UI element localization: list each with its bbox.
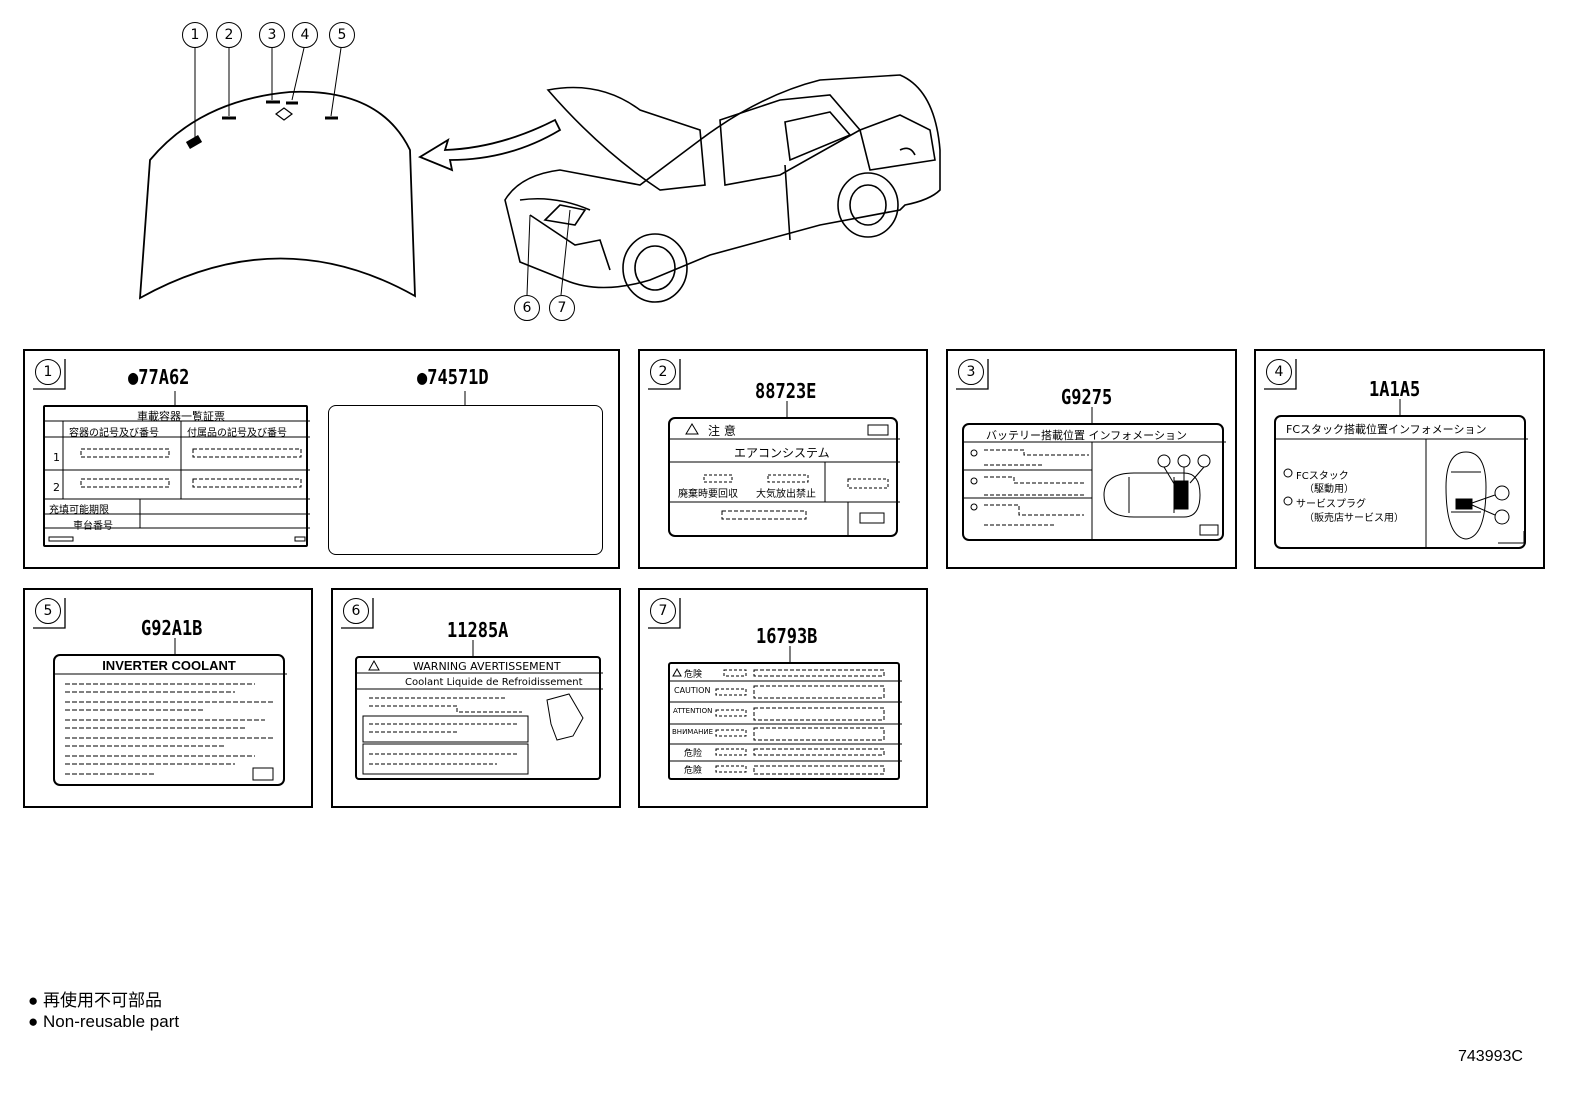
panel-7: 7 16793B 危険 CAUTION ATTENTION ВНИМАНИЕ 危… — [638, 588, 928, 808]
panel-3-number: 3 — [958, 359, 984, 385]
label-77A62-row1: 1 — [53, 451, 60, 464]
label-16793B-r3: ATTENTION — [673, 707, 713, 715]
part-number-G9275: G9275 — [1061, 385, 1113, 409]
label-77A62-row4: 車台番号 — [73, 521, 113, 532]
callout-3: 3 — [259, 22, 285, 48]
label-G9275-title: バッテリー搭載位置 インフォメーション — [986, 429, 1187, 442]
callout-6: 6 — [514, 295, 540, 321]
legend-non-reusable-jp: ● 再使用不可部品 — [28, 986, 162, 1011]
callout-4: 4 — [292, 22, 318, 48]
hood-label-mark-1 — [185, 135, 203, 149]
label-11285A-sub: Coolant Liquide de Refroidissement — [405, 677, 583, 688]
callout-5: 5 — [329, 22, 355, 48]
label-88723E-recover: 廃棄時要回収 — [678, 489, 738, 500]
label-77A62-col1: 容器の記号及び番号 — [69, 428, 159, 439]
label-77A62-title: 車載容器一覧証票 — [137, 410, 225, 423]
panel-4: 4 1A1A5 FCスタック搭載位置インフォメーション FCスタック （駆動用）… — [1254, 349, 1545, 569]
label-1A1A5-item1sub: （駆動用） — [1304, 484, 1354, 495]
label-77A62-row2: 2 — [53, 481, 60, 494]
legend-en-text: Non-reusable part — [43, 1012, 180, 1031]
panel-1-number: 1 — [35, 359, 61, 385]
label-16793B-r4: ВНИМАНИЕ — [672, 728, 714, 736]
callout-7: 7 — [549, 295, 575, 321]
label-88723E-system: エアコンシステム — [734, 446, 830, 460]
legend-jp-text: 再使用不可部品 — [43, 991, 163, 1010]
label-G92A1B: INVERTER COOLANT — [53, 654, 287, 786]
label-74571D — [328, 405, 603, 555]
label-88723E-caution: 注 意 — [708, 424, 736, 438]
panel-2: 2 88723E 注 意 エアコンシステム 廃棄時要回収 大気放出禁止 — [638, 349, 928, 569]
bullet-icon: ● — [28, 991, 39, 1010]
label-11285A-header: WARNING AVERTISSEMENT — [413, 660, 561, 673]
part-number-G92A1B: G92A1B — [141, 616, 203, 640]
direction-arrow — [418, 118, 562, 172]
panel-6-number: 6 — [343, 598, 369, 624]
hood-and-vehicle-illustration — [138, 47, 941, 303]
part-number-88723E: 88723E — [755, 379, 817, 403]
panel-2-number: 2 — [650, 359, 676, 385]
label-16793B: 危険 CAUTION ATTENTION ВНИМАНИЕ 危险 危險 — [668, 662, 902, 780]
callout-1: 1 — [182, 22, 208, 48]
figure-code: 743993C — [1458, 1048, 1523, 1065]
panel-5: 5 G92A1B INVERTER COOLANT — [23, 588, 313, 808]
label-77A62-row3: 充填可能期限 — [49, 505, 109, 516]
legend-non-reusable-en: ● Non-reusable part — [28, 1012, 179, 1032]
label-11285A: WARNING AVERTISSEMENT Coolant Liquide de… — [355, 656, 603, 780]
label-1A1A5-item2: サービスプラグ — [1296, 499, 1366, 510]
label-1A1A5: FCスタック搭載位置インフォメーション FCスタック （駆動用） サービスプラグ… — [1274, 415, 1528, 549]
label-16793B-r1: 危険 — [684, 670, 703, 680]
label-77A62: 車載容器一覧証票 容器の記号及び番号 付属品の記号及び番号 1 2 充填可能期限… — [43, 405, 310, 547]
label-G9275: バッテリー搭載位置 インフォメーション — [962, 423, 1226, 541]
label-16793B-r5: 危险 — [684, 749, 703, 759]
label-G92A1B-title: INVERTER COOLANT — [102, 658, 236, 673]
label-88723E-no-release: 大気放出禁止 — [756, 489, 816, 500]
part-number-77A62: ●77A62 — [128, 365, 190, 389]
bullet-icon: ● — [28, 1012, 39, 1031]
part-number-1A1A5: 1A1A5 — [1369, 377, 1421, 401]
panel-5-number: 5 — [35, 598, 61, 624]
panel-6: 6 11285A WARNING AVERTISSEMENT Coolant L… — [331, 588, 621, 808]
hood-outline — [138, 90, 416, 300]
panel-4-number: 4 — [1266, 359, 1292, 385]
panel-3: 3 G9275 バッテリー搭載位置 インフォメーション — [946, 349, 1237, 569]
part-number-11285A: 11285A — [447, 618, 509, 642]
panel-7-number: 7 — [650, 598, 676, 624]
label-1A1A5-title: FCスタック搭載位置インフォメーション — [1286, 423, 1487, 436]
callout-2: 2 — [216, 22, 242, 48]
label-1A1A5-item1: FCスタック — [1296, 471, 1349, 482]
panel-1: 1 ●77A62 ●74571D 車載容器一覧証票 容器の記号及び番号 付属品の… — [23, 349, 620, 569]
label-1A1A5-item2sub: （販売店サービス用） — [1304, 513, 1404, 524]
label-88723E: 注 意 エアコンシステム 廃棄時要回収 大気放出禁止 — [668, 417, 900, 537]
vehicle-drawing — [504, 74, 941, 303]
part-number-16793B: 16793B — [756, 624, 818, 648]
label-77A62-col2: 付属品の記号及び番号 — [187, 428, 287, 439]
label-16793B-r2: CAUTION — [674, 686, 711, 695]
label-16793B-r6: 危險 — [684, 766, 703, 776]
part-number-74571D: ●74571D — [417, 365, 489, 389]
